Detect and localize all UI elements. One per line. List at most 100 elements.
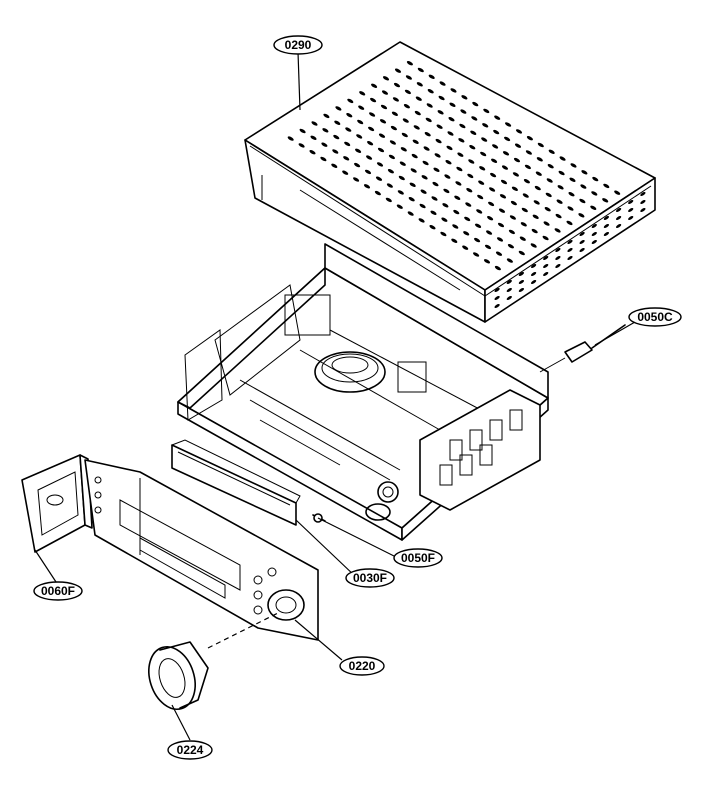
vent-hole <box>640 207 646 213</box>
vent-hole <box>343 156 350 161</box>
vent-hole <box>530 271 537 277</box>
vent-hole <box>371 83 378 88</box>
vent-hole <box>356 134 363 139</box>
vent-hole <box>453 209 460 215</box>
vent-hole <box>510 200 517 206</box>
vent-hole <box>410 168 417 173</box>
vent-hole <box>363 184 371 189</box>
knob <box>148 641 209 710</box>
vent-hole <box>533 200 540 205</box>
vent-hole <box>476 209 483 214</box>
vent-hole <box>387 169 394 174</box>
vent-hole <box>546 178 553 183</box>
vent-hole <box>566 220 573 226</box>
vent-hole <box>535 171 542 176</box>
vent-hole <box>389 140 396 145</box>
vent-hole <box>489 187 496 192</box>
vent-hole <box>380 104 388 110</box>
vent-hole <box>521 207 528 213</box>
vent-hole <box>417 67 424 73</box>
vent-hole <box>506 287 512 293</box>
top-cover <box>244 41 656 323</box>
vent-hole <box>465 202 472 207</box>
vent-hole <box>374 190 381 196</box>
vent-hole <box>470 130 477 135</box>
vent-hole <box>505 122 512 127</box>
vent-hole <box>500 179 508 185</box>
vent-hole <box>466 188 473 193</box>
vent-hole <box>412 139 419 144</box>
vent-hole <box>530 263 537 269</box>
front-panel <box>84 459 319 641</box>
vent-hole <box>477 194 484 200</box>
vent-hole <box>579 231 585 237</box>
vent-hole <box>555 255 561 261</box>
vent-hole <box>429 225 436 230</box>
vent-hole <box>446 145 453 151</box>
vent-hole <box>347 98 354 104</box>
vent-hole <box>506 295 512 301</box>
vent-hole <box>545 192 552 198</box>
vent-hole <box>427 89 434 94</box>
vent-hole <box>376 162 384 167</box>
vent-hole <box>603 183 610 189</box>
vent-hole <box>396 204 403 209</box>
vent-hole <box>494 287 500 293</box>
vent-hole <box>580 184 587 189</box>
vent-hole <box>323 113 330 119</box>
vent-hole <box>454 195 461 200</box>
vent-hole <box>518 271 525 277</box>
vent-hole <box>310 135 317 140</box>
vent-hole <box>438 95 445 101</box>
vent-hole <box>320 156 327 162</box>
vent-hole <box>506 258 513 263</box>
vent-hole <box>640 191 646 197</box>
vent-hole <box>436 124 443 129</box>
vent-hole <box>416 82 423 87</box>
vent-hole <box>434 153 441 158</box>
vent-hole <box>342 170 349 175</box>
vent-hole <box>487 216 494 221</box>
vent-hole <box>409 182 416 187</box>
vent-hole <box>403 104 410 109</box>
vent-hole <box>344 141 351 147</box>
vent-hole <box>424 132 431 137</box>
vent-hole <box>603 215 610 221</box>
vent-hole <box>379 119 387 124</box>
vent-hole <box>467 173 474 179</box>
vent-hole <box>602 198 609 203</box>
vent-hole <box>440 231 447 237</box>
tag-knob: 0224 <box>167 740 213 760</box>
vent-hole <box>603 231 610 237</box>
vent-hole <box>536 157 543 162</box>
vent-hole <box>385 197 392 203</box>
vent-hole <box>482 123 489 128</box>
vent-hole <box>581 170 588 175</box>
vent-hole <box>494 115 501 120</box>
vent-hole <box>543 221 550 226</box>
vent-hole <box>570 163 577 168</box>
vent-hole <box>591 191 598 196</box>
vent-hole <box>421 175 428 180</box>
vent-hole <box>463 231 470 236</box>
label-side-panel: 0060F <box>41 584 75 598</box>
vent-hole <box>640 199 646 205</box>
vent-hole <box>511 186 518 191</box>
tag-cover: 0290 <box>273 35 323 55</box>
vent-hole <box>377 147 385 153</box>
vent-hole <box>614 190 621 195</box>
vent-hole <box>449 102 456 107</box>
label-knob: 0224 <box>177 743 204 757</box>
vent-hole <box>451 238 458 243</box>
vent-hole <box>523 179 530 184</box>
vent-hole <box>558 170 565 176</box>
vent-hole <box>544 207 551 212</box>
vent-hole <box>525 150 532 155</box>
vent-hole <box>420 189 427 194</box>
vent-hole <box>462 245 469 250</box>
vent-hole <box>543 263 549 269</box>
vent-hole <box>537 142 544 148</box>
vent-hole <box>590 205 597 210</box>
vent-hole <box>499 194 507 199</box>
vent-hole <box>428 74 435 79</box>
